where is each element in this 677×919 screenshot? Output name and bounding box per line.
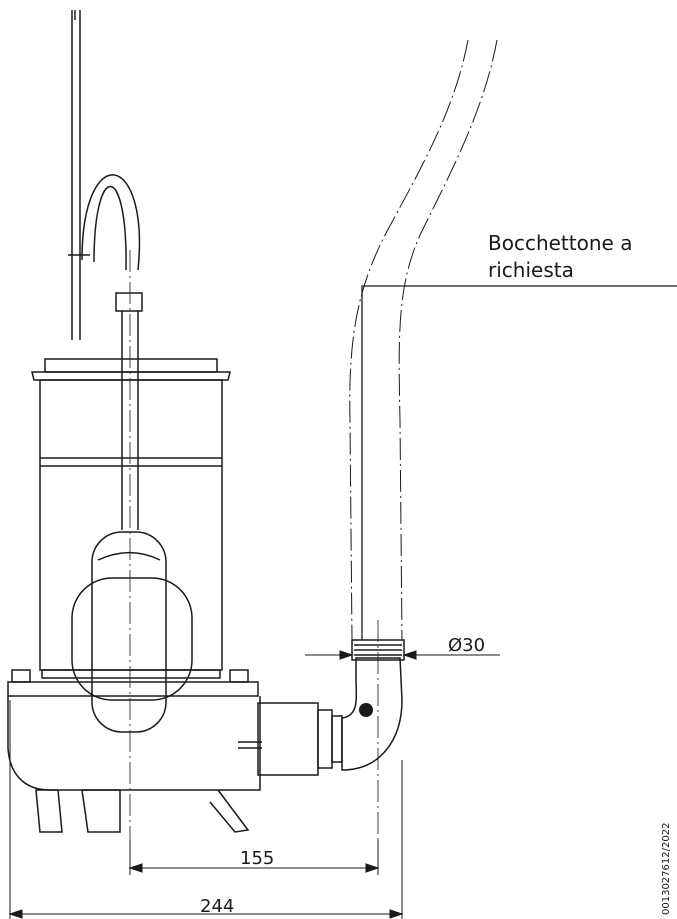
drawing-reference-number: 0013027612/2022 bbox=[661, 823, 672, 915]
optional-hose-outline bbox=[349, 39, 498, 641]
float-switch bbox=[71, 531, 193, 733]
callout-leader bbox=[361, 285, 677, 640]
motor-housing bbox=[31, 358, 231, 679]
pump-base bbox=[7, 669, 262, 833]
dimension-155 bbox=[128, 840, 380, 875]
callout-label-line1: Bocchettone a bbox=[488, 231, 632, 255]
diameter-label: Ø30 bbox=[448, 635, 485, 656]
power-cable bbox=[68, 10, 143, 860]
dimension-244-label: 244 bbox=[200, 896, 234, 917]
dimension-244 bbox=[8, 700, 404, 919]
callout-label-line2: richiesta bbox=[488, 258, 574, 282]
discharge-elbow bbox=[257, 620, 405, 870]
dimension-diameter bbox=[305, 650, 500, 660]
dimension-155-label: 155 bbox=[240, 848, 274, 869]
